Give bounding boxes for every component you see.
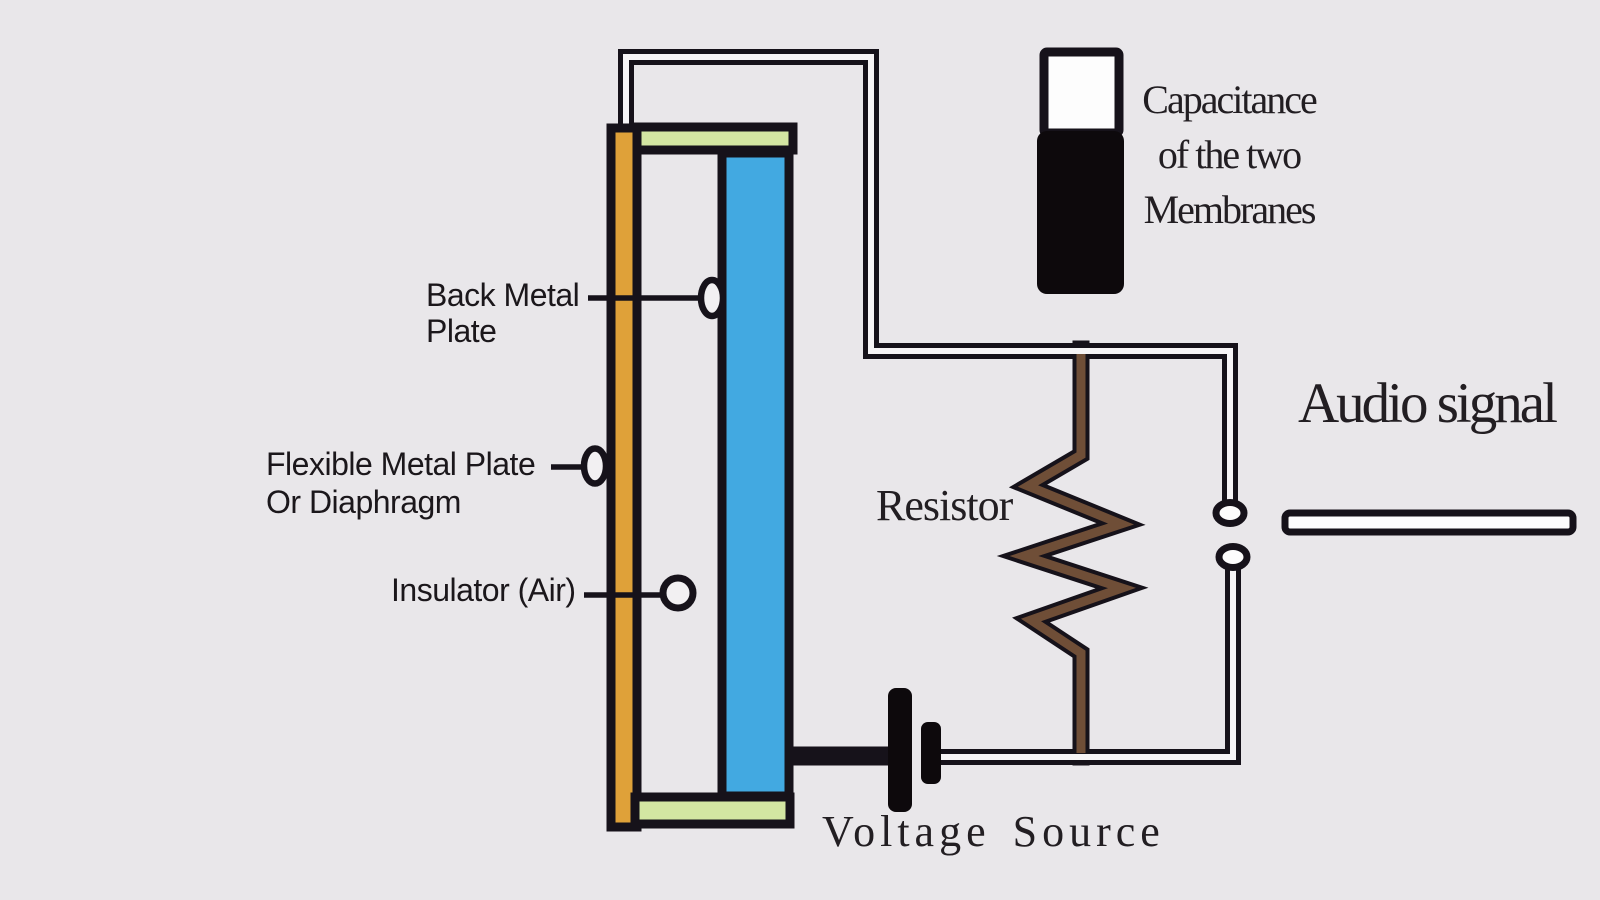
audio-signal-label: Audio signal (1298, 372, 1558, 435)
voltage-source-label: Voltage Source (822, 807, 1165, 856)
flexible-plate-shape (606, 123, 642, 832)
wire-diaphragm-to-upper-terminal-core (623, 54, 1233, 502)
capacitance-label: Capacitance of the two Membranes (1069, 72, 1389, 237)
audio-output (1212, 499, 1577, 571)
back-plate-pointer-ellipse (697, 276, 727, 320)
back-metal-plate-label-line2: Plate (426, 313, 497, 349)
capacitance-label-line1: Capacitance (1142, 77, 1317, 122)
back-plate-shape (717, 148, 794, 801)
resistor-label: Resistor (876, 481, 1013, 530)
flexible-plate-label: Flexible Metal Plate Or Diaphragm (266, 445, 536, 521)
capacitance-label-line3: Membranes (1143, 187, 1317, 232)
wire-battery-to-lower-terminal-core (941, 568, 1236, 760)
label-pointers (551, 276, 727, 612)
back-metal-plate-label: Back Metal Plate (426, 277, 580, 349)
voltage-source-symbol (888, 688, 941, 812)
upper-output-terminal (1212, 499, 1248, 527)
top-insulator-cap (632, 122, 798, 155)
audio-signal-bar (1281, 509, 1577, 536)
battery-long-plate-icon (888, 688, 912, 812)
insulator-label: Insulator (Air) (391, 572, 576, 608)
capacitance-label-line2: of the two (1157, 132, 1302, 177)
battery-short-plate-icon (921, 722, 941, 784)
flexible-plate-label-line1: Flexible Metal Plate (266, 446, 536, 482)
flexible-plate-label-line2: Or Diaphragm (266, 484, 461, 520)
bottom-insulator-cap (630, 792, 795, 829)
back-metal-plate-label-line1: Back Metal (426, 277, 580, 313)
capacitance-symbol (1037, 47, 1124, 294)
wires-core (623, 54, 1236, 760)
capacitance-black-membrane-icon (1037, 131, 1124, 294)
insulator-pointer-circle (659, 574, 697, 612)
resistor-zigzag-core (1009, 353, 1137, 753)
flexible-plate-pointer-ellipse (580, 445, 610, 487)
lower-output-terminal (1215, 543, 1251, 571)
capsule-structure (606, 122, 798, 832)
